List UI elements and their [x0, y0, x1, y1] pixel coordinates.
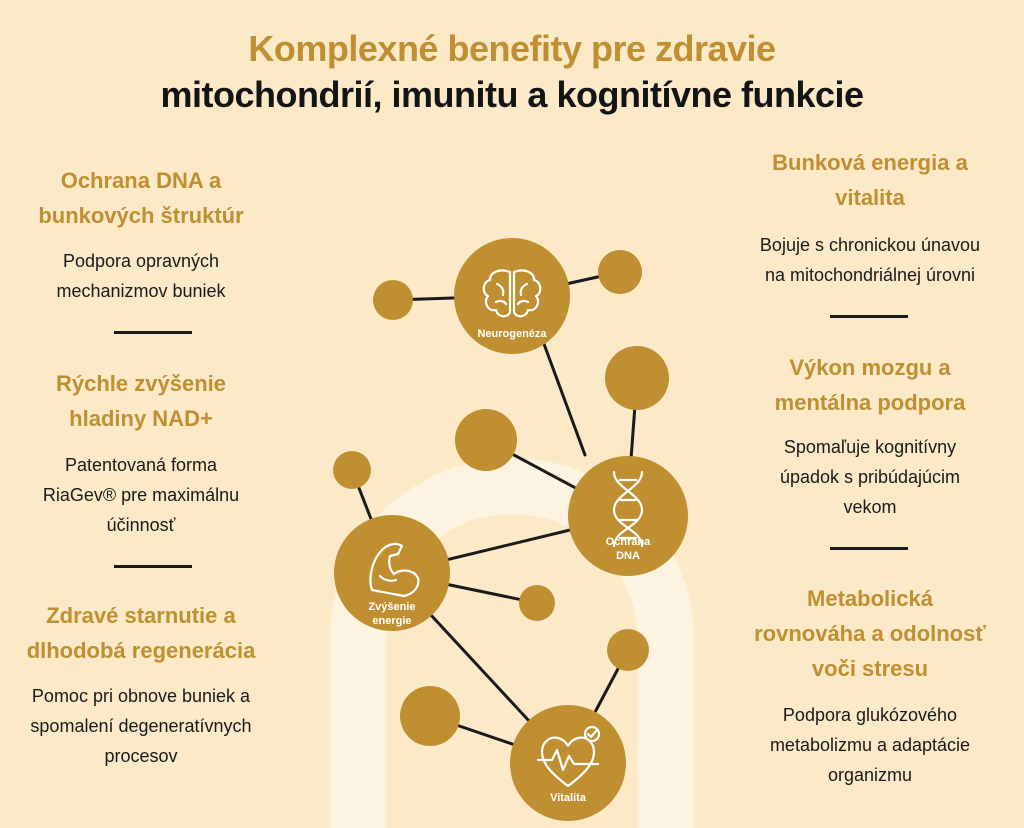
benefit-heading: hladiny NAD+	[69, 406, 213, 431]
benefit-heading: Metabolická	[807, 586, 933, 611]
benefit-heading: Ochrana DNA a	[60, 168, 222, 193]
benefit-text: Bojuje s chronickou únavou	[759, 235, 981, 255]
benefit-heading: rovnováha a odolnosť	[754, 621, 986, 646]
satellite-circle	[400, 686, 460, 746]
benefit-heading: bunkových štruktúr	[38, 203, 244, 228]
left-benefits-column: Ochrana DNA a bunkových štruktúr Podpora…	[0, 0, 282, 828]
node-label-neurogeneza: Neurogenéza	[477, 328, 547, 340]
benefit-text: procesov	[104, 746, 178, 766]
benefit-heading: mentálna podpora	[774, 390, 966, 415]
divider	[114, 565, 192, 568]
benefit-heading: Zdravé starnutie a	[46, 603, 236, 628]
node-label-vitalita: Vitalita	[550, 792, 587, 804]
benefit-text: úpadok s pribúdajúcim	[779, 467, 961, 487]
benefit-heading: voči stresu	[811, 656, 929, 681]
benefit-text: spomalení degeneratívnych	[30, 716, 252, 736]
satellite-circle	[455, 409, 517, 471]
benefit-text: RiaGev® pre maximálnu	[42, 485, 240, 505]
benefit-text: Podpora opravných	[62, 251, 220, 271]
flexed-arm-icon	[369, 542, 420, 598]
node-label-zvysenie: Zvýšenie	[368, 601, 415, 613]
satellite-circle	[333, 451, 371, 489]
divider	[114, 331, 192, 334]
benefit-text: Patentovaná forma	[64, 455, 218, 475]
benefit-text: mechanizmov buniek	[56, 281, 226, 301]
satellite-circle	[598, 250, 642, 294]
divider	[830, 315, 908, 318]
node-vitalita: Vitalita	[510, 705, 626, 821]
node-label-dna: DNA	[616, 550, 640, 562]
benefit-heading: vitalita	[835, 185, 905, 210]
benefit-text: vekom	[843, 497, 897, 517]
benefit-heading: Rýchle zvýšenie	[56, 371, 226, 396]
node-label-energie: energie	[372, 615, 411, 627]
right-benefits-column: Bunková energia a vitalita Bojuje s chro…	[714, 0, 1024, 828]
page-title-line-2: mitochondrií, imunitu a kognitívne funkc…	[160, 74, 864, 115]
benefit-text: Podpora glukózového	[782, 705, 958, 725]
page-title-line-1: Komplexné benefity pre zdravie	[248, 28, 776, 69]
divider	[830, 547, 908, 550]
heartbeat-check-icon	[536, 725, 601, 788]
dna-icon	[612, 470, 644, 548]
benefit-text: účinnosť	[106, 515, 176, 535]
benefit-text: organizmu	[827, 765, 913, 785]
benefit-text: Pomoc pri obnove buniek a	[31, 686, 251, 706]
satellite-circle	[519, 585, 555, 621]
node-label-ochrana: Ochrana	[606, 536, 652, 548]
node-zvysenie-energie: Zvýšenie energie	[334, 515, 450, 631]
benefit-text: na mitochondriálnej úrovni	[764, 265, 976, 285]
benefit-text: metabolizmu a adaptácie	[769, 735, 971, 755]
benefit-heading: Výkon mozgu a	[789, 355, 951, 380]
benefit-heading: Bunková energia a	[772, 150, 968, 175]
node-neurogeneza: Neurogenéza	[454, 238, 570, 354]
node-ochrana-dna: Ochrana DNA	[568, 456, 688, 576]
benefit-text: Spomaľuje kognitívny	[783, 437, 957, 457]
brain-icon	[482, 269, 542, 318]
benefit-heading: dlhodobá regenerácia	[26, 638, 256, 663]
satellite-circle	[373, 280, 413, 320]
satellite-circle	[605, 346, 669, 410]
satellite-circle	[607, 629, 649, 671]
